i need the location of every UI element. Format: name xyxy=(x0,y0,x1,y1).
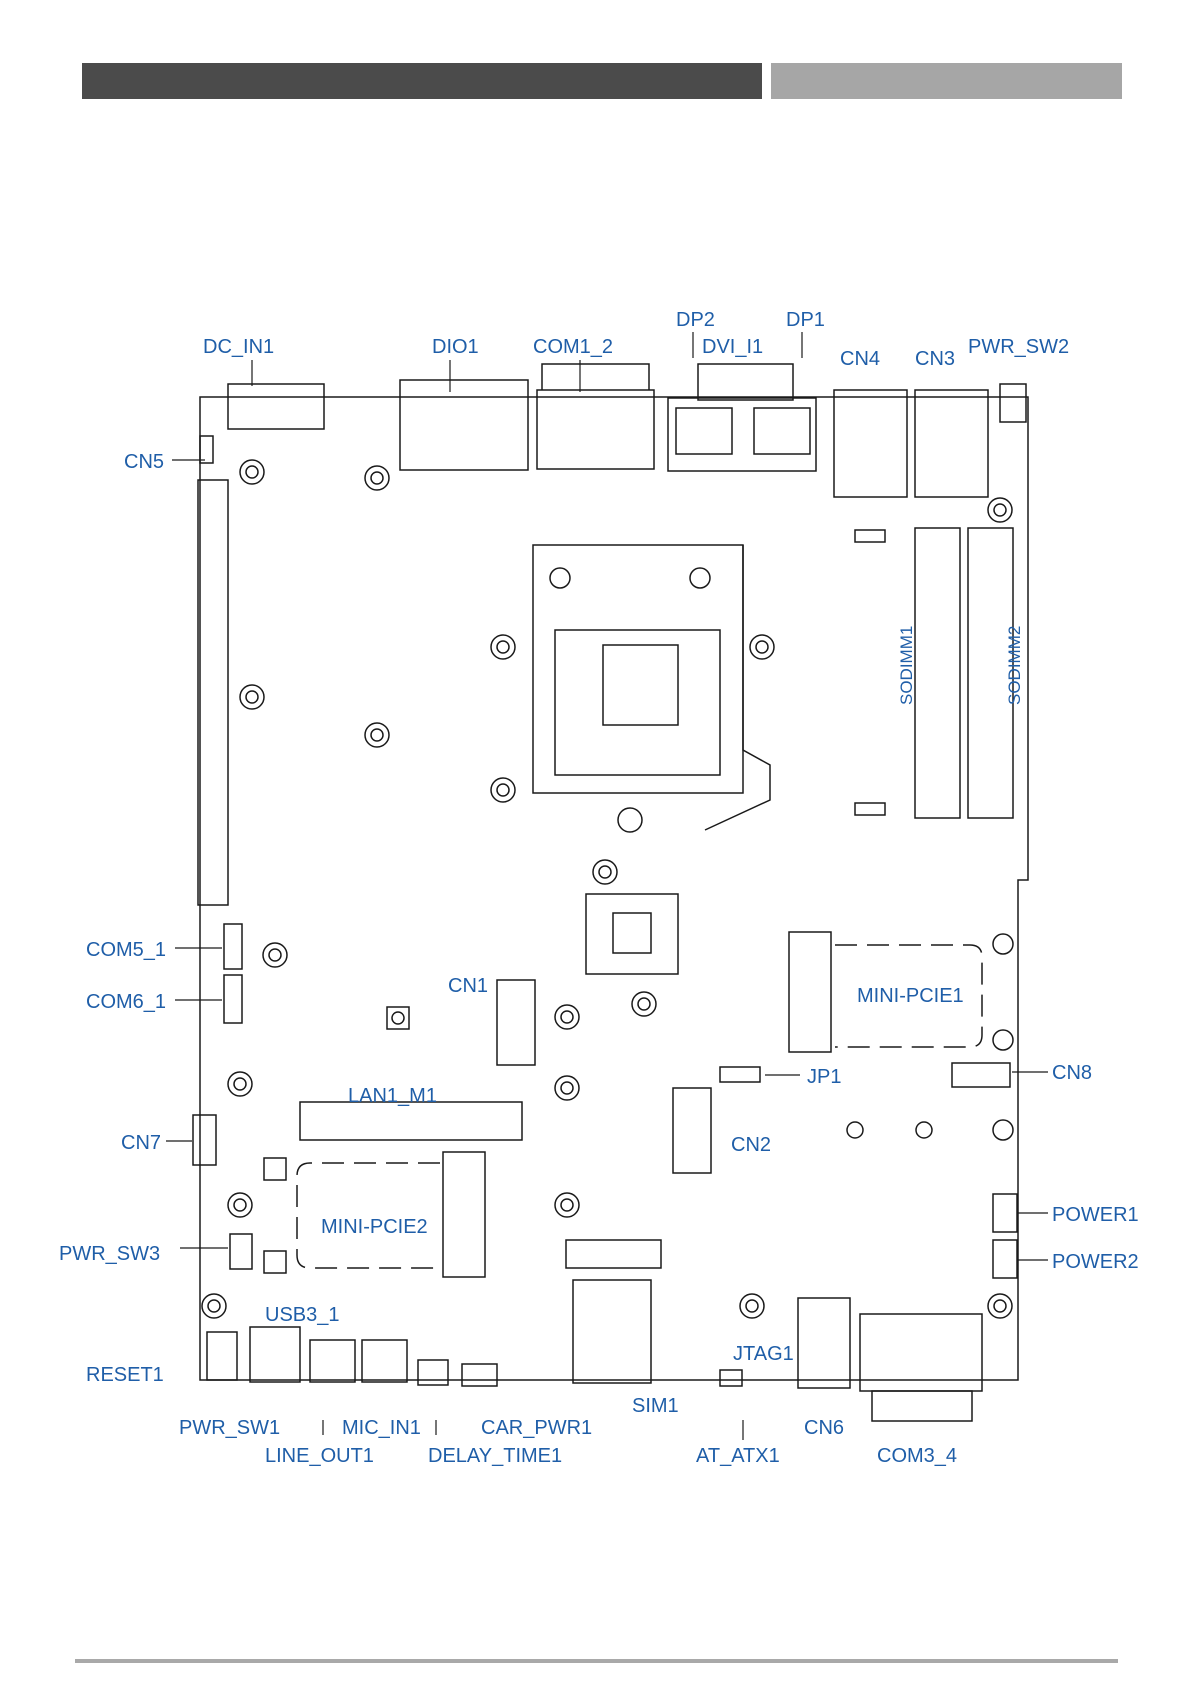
label-dvi-i1: DVI_I1 xyxy=(702,337,763,357)
line-out1-jack xyxy=(310,1340,355,1382)
label-mic-in1: MIC_IN1 xyxy=(342,1418,421,1438)
cn3-connector xyxy=(915,390,988,497)
label-cn1: CN1 xyxy=(448,976,488,996)
footer-rule xyxy=(75,1659,1118,1663)
label-cn4: CN4 xyxy=(840,349,880,369)
label-sodimm1: SODIMM1 xyxy=(898,626,915,705)
label-dp1: DP1 xyxy=(786,310,825,330)
label-com1-2: COM1_2 xyxy=(533,337,613,357)
label-line-out1: LINE_OUT1 xyxy=(265,1446,374,1466)
at-atx1-switch xyxy=(720,1370,742,1386)
left-pin-header xyxy=(198,480,228,905)
lan1-m1-slot xyxy=(300,1102,522,1140)
cn4-connector xyxy=(834,390,907,497)
car-pwr1-header xyxy=(462,1364,497,1386)
label-delay-time1: DELAY_TIME1 xyxy=(428,1446,562,1466)
label-pwr-sw3: PWR_SW3 xyxy=(59,1244,160,1264)
label-cn8: CN8 xyxy=(1052,1063,1092,1083)
label-com3-4: COM3_4 xyxy=(877,1446,957,1466)
mic-in1-jack xyxy=(362,1340,407,1382)
label-reset1: RESET1 xyxy=(86,1365,164,1385)
label-dio1: DIO1 xyxy=(432,337,479,357)
cn5-connector xyxy=(200,436,213,463)
cn8-connector xyxy=(952,1063,1010,1087)
cn6-usb xyxy=(798,1298,850,1388)
cn2-slot xyxy=(673,1088,711,1173)
cpu-socket xyxy=(533,545,743,793)
sim1-slot xyxy=(573,1280,651,1383)
mini-pcie1-slot xyxy=(789,932,831,1052)
label-com5-1: COM5_1 xyxy=(86,940,166,960)
dvi-dp-block xyxy=(668,398,816,471)
label-sim1: SIM1 xyxy=(632,1396,679,1416)
chipset xyxy=(586,894,678,974)
label-cn6: CN6 xyxy=(804,1418,844,1438)
reset1-button xyxy=(207,1332,237,1380)
usb3-1-connector xyxy=(250,1327,300,1382)
label-usb3-1: USB3_1 xyxy=(265,1305,340,1325)
label-jtag1: JTAG1 xyxy=(733,1344,794,1364)
label-cn5: CN5 xyxy=(124,452,164,472)
label-at-atx1: AT_ATX1 xyxy=(696,1446,780,1466)
com5-1-header xyxy=(224,924,242,969)
label-pwr-sw1: PWR_SW1 xyxy=(179,1418,280,1438)
mounting-holes xyxy=(202,460,1013,1318)
label-cn7: CN7 xyxy=(121,1133,161,1153)
com6-1-header xyxy=(224,975,242,1023)
label-sodimm2: SODIMM2 xyxy=(1006,626,1023,705)
label-power1: POWER1 xyxy=(1052,1205,1139,1225)
pwr-sw3-switch xyxy=(230,1234,252,1269)
label-mini-pcie2: MINI-PCIE2 xyxy=(321,1217,428,1237)
label-dc-in1: DC_IN1 xyxy=(203,337,274,357)
label-car-pwr1: CAR_PWR1 xyxy=(481,1418,592,1438)
label-cn3: CN3 xyxy=(915,349,955,369)
label-dp2: DP2 xyxy=(676,310,715,330)
jp1-jumper xyxy=(720,1067,760,1082)
label-lan1-m1: LAN1_M1 xyxy=(348,1086,437,1106)
cn1-slot xyxy=(497,980,535,1065)
cn7-header xyxy=(193,1115,216,1165)
label-mini-pcie1: MINI-PCIE1 xyxy=(857,986,964,1006)
delay-time1-header xyxy=(418,1360,448,1385)
mini-pcie2-slot xyxy=(443,1152,485,1277)
label-jp1: JP1 xyxy=(807,1067,841,1087)
dio1-connector xyxy=(400,380,528,470)
label-cn2: CN2 xyxy=(731,1135,771,1155)
power1-connector xyxy=(993,1194,1017,1232)
dc-in1-connector xyxy=(228,384,324,429)
power2-connector xyxy=(993,1240,1017,1278)
pwr-sw2-switch xyxy=(1000,384,1026,422)
label-com6-1: COM6_1 xyxy=(86,992,166,1012)
jtag1-header xyxy=(566,1240,661,1268)
label-power2: POWER2 xyxy=(1052,1252,1139,1272)
label-pwr-sw2: PWR_SW2 xyxy=(968,337,1069,357)
sodimm1-slot xyxy=(915,528,960,818)
com1-2-connector xyxy=(537,390,654,469)
